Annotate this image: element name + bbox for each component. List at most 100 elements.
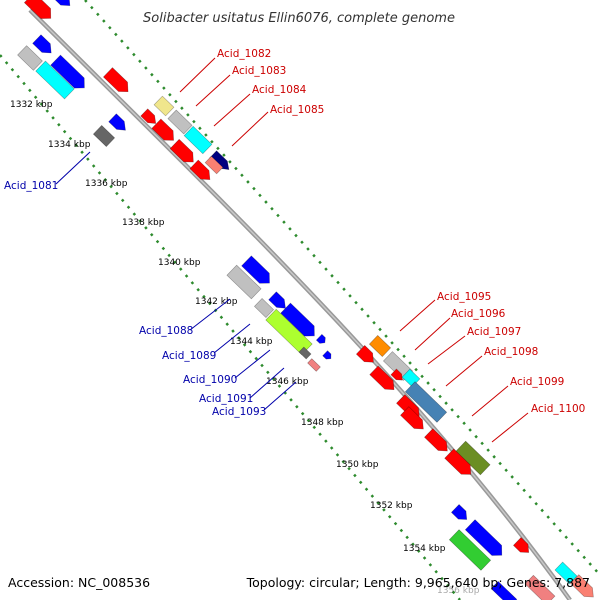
gene-shape bbox=[490, 580, 518, 600]
leader-line bbox=[427, 335, 466, 365]
gene-feature bbox=[400, 406, 424, 430]
leader-line bbox=[231, 111, 269, 147]
tick-label: 1334 kbp bbox=[48, 140, 91, 150]
gene-labels-left: Acid_1081 Acid_1088 Acid_1089 Acid_1090 … bbox=[4, 180, 266, 418]
gene-shape bbox=[151, 118, 174, 141]
gene-shape bbox=[524, 574, 556, 600]
gene-shape bbox=[204, 155, 224, 175]
gene-shape bbox=[17, 45, 43, 71]
leader-line bbox=[249, 367, 285, 399]
gene-shape bbox=[50, 54, 85, 89]
gene-shape bbox=[189, 159, 211, 180]
gene-label: Acid_1084 bbox=[252, 84, 307, 96]
gene-label: Acid_1085 bbox=[270, 104, 324, 116]
gene-feature bbox=[153, 95, 175, 117]
gene-shape bbox=[209, 150, 230, 170]
gene-feature bbox=[513, 537, 530, 553]
gene-shape bbox=[265, 308, 313, 356]
gene-feature bbox=[92, 125, 116, 147]
gene-label: Acid_1088 bbox=[139, 325, 193, 337]
leader-line bbox=[213, 93, 251, 127]
genome-backbone-highlight bbox=[29, 9, 571, 600]
gene-feature bbox=[108, 113, 126, 131]
gene-feature bbox=[140, 108, 157, 124]
tick-label: 1342 kbp bbox=[195, 297, 238, 307]
gene-shape bbox=[49, 0, 71, 6]
gene-shape bbox=[108, 113, 126, 131]
gene-shape bbox=[400, 406, 424, 430]
gene-feature bbox=[241, 255, 270, 284]
gene-feature bbox=[265, 308, 313, 356]
gene-feature bbox=[368, 335, 392, 357]
gene-feature bbox=[570, 574, 594, 598]
gene-feature bbox=[390, 368, 403, 381]
gene-feature bbox=[183, 125, 213, 155]
tick-label: 1344 kbp bbox=[230, 337, 273, 347]
tick-label: 1346 kbp bbox=[266, 377, 309, 387]
gene-shape bbox=[241, 255, 270, 284]
gene-feature bbox=[369, 365, 395, 391]
gene-label: Acid_1098 bbox=[484, 346, 538, 358]
gene-label: Acid_1091 bbox=[199, 393, 253, 405]
gene-feature bbox=[554, 561, 578, 585]
gene-shape bbox=[424, 428, 448, 452]
gene-feature bbox=[280, 302, 315, 337]
gene-feature bbox=[424, 428, 448, 452]
gene-shape bbox=[268, 291, 286, 309]
gene-feature bbox=[490, 580, 518, 600]
tick-label: 1350 kbp bbox=[336, 460, 379, 470]
gene-feature bbox=[451, 504, 468, 520]
genome-summary: Topology: circular; Length: 9,965,640 bp… bbox=[246, 575, 590, 590]
gene-shape bbox=[32, 34, 52, 54]
gene-feature bbox=[448, 529, 492, 571]
leader-line bbox=[55, 151, 91, 185]
gene-feature bbox=[32, 34, 52, 54]
gene-feature bbox=[298, 346, 312, 360]
gene-labels-right: Acid_1082 Acid_1083 Acid_1084 Acid_1085 … bbox=[217, 48, 585, 415]
leader-line bbox=[213, 323, 251, 354]
gene-shape bbox=[444, 448, 472, 475]
gene-shape bbox=[513, 537, 530, 553]
gene-shape bbox=[554, 561, 578, 585]
gene-shape bbox=[448, 529, 492, 571]
gene-feature bbox=[209, 150, 230, 170]
gene-feature bbox=[268, 291, 286, 309]
gene-shape bbox=[404, 381, 448, 423]
gene-shape bbox=[307, 358, 321, 372]
gene-shape bbox=[280, 302, 315, 337]
gene-label: Acid_1099 bbox=[510, 376, 564, 388]
gene-label: Acid_1096 bbox=[451, 308, 506, 320]
outer-dotted-guide bbox=[84, 0, 600, 576]
tick-label: 1338 kbp bbox=[122, 218, 165, 228]
gene-shape bbox=[390, 368, 403, 381]
gene-feature bbox=[444, 448, 472, 475]
gene-feature bbox=[524, 574, 556, 600]
gene-label: Acid_1093 bbox=[212, 406, 266, 418]
gene-shape bbox=[169, 138, 194, 163]
gene-feature bbox=[355, 345, 374, 363]
tick-label: 1332 kbp bbox=[10, 100, 53, 110]
gene-feature bbox=[455, 440, 491, 476]
gene-features bbox=[17, 0, 594, 600]
leader-line bbox=[491, 412, 529, 443]
gene-feature bbox=[254, 298, 274, 318]
gene-shape bbox=[102, 67, 129, 93]
gene-shape bbox=[382, 351, 414, 381]
gene-shape bbox=[23, 0, 52, 19]
gene-shape bbox=[368, 335, 392, 357]
gene-feature bbox=[189, 159, 211, 180]
gene-feature bbox=[226, 264, 262, 300]
gene-feature bbox=[322, 350, 332, 360]
tick-label: 1348 kbp bbox=[301, 418, 344, 428]
gene-shape bbox=[451, 504, 468, 520]
accession-text: Accession: NC_008536 bbox=[8, 575, 150, 590]
gene-shape bbox=[315, 333, 326, 344]
gene-label: Acid_1100 bbox=[531, 403, 585, 415]
gene-shape bbox=[455, 440, 491, 476]
gene-feature bbox=[307, 358, 321, 372]
leader-line bbox=[195, 74, 231, 107]
gene-shape bbox=[183, 125, 213, 155]
gene-feature bbox=[464, 519, 503, 556]
leader-line bbox=[263, 381, 297, 411]
